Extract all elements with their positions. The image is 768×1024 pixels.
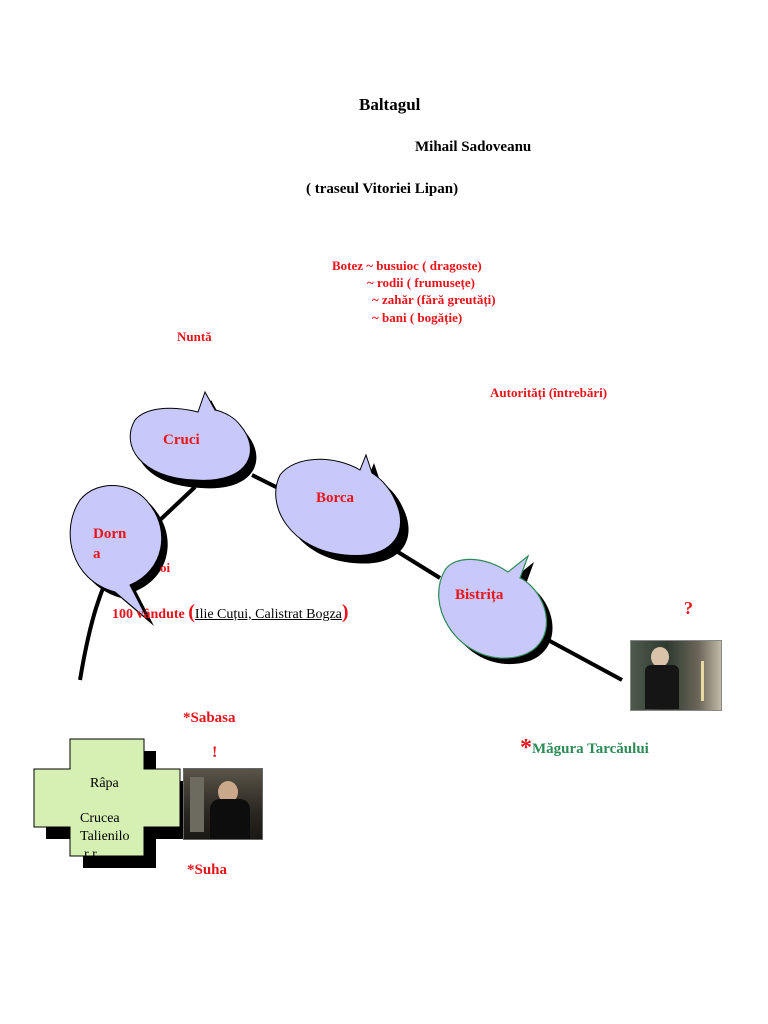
oi-label: oi	[160, 560, 171, 575]
vandute-note: 100 vândute (Ilie Cuțui, Calistrat Bogza…	[112, 601, 349, 624]
magura-label: Măgura Tarcăului	[532, 741, 649, 757]
magura-star: *	[520, 735, 532, 761]
borca-bubble: Borca	[275, 453, 409, 564]
film-still-photo-left	[183, 768, 263, 840]
cruci-label: Cruci	[163, 432, 200, 448]
autoritati-label: Autorități (întrebări)	[490, 385, 608, 400]
route-line-cruci-borca	[251, 473, 281, 491]
botez-line-3: ~ zahăr (fără greutăți)	[372, 292, 496, 307]
buyers-names: Ilie Cuțui, Calistrat Bogza	[194, 607, 342, 622]
cross-text-crucea: Crucea	[80, 811, 120, 826]
sabasa-label: *Sabasa	[183, 710, 236, 726]
magura-label-group: *Măgura Tarcăului	[520, 735, 649, 762]
exclaim-mark: !	[212, 744, 218, 761]
dorna-label-line1: Dorn	[93, 526, 127, 542]
question-mark: ?	[684, 598, 693, 618]
paren-close: )	[341, 601, 349, 623]
botez-line-2: ~ rodii ( frumusețe)	[367, 275, 475, 290]
bistrita-bubble: Bistrița	[438, 554, 553, 665]
rapa-cross: Râpa Crucea Talienilo r r	[33, 738, 192, 868]
film-still-photo-right	[630, 640, 722, 711]
dorna-bubble: Dorn a	[69, 485, 168, 626]
paren-open: (	[188, 601, 195, 623]
route-line-dorna-cruci	[158, 485, 197, 522]
botez-line-1: Botez ~ busuioc ( dragoste)	[332, 258, 482, 273]
cruci-bubble: Cruci	[129, 390, 257, 489]
botez-line-4: ~ bani ( bogăție)	[372, 310, 463, 325]
author-name: Mihail Sadoveanu	[415, 139, 532, 155]
document-subtitle: ( traseul Vitoriei Lipan)	[306, 181, 459, 197]
dorna-label-line2: a	[93, 546, 101, 562]
document-title: Baltagul	[359, 95, 421, 114]
route-line-borca-bistrita	[396, 550, 442, 580]
vandute-text: 100 vândute	[112, 607, 185, 622]
bistrita-label: Bistrița	[455, 587, 504, 603]
cross-text-r: r r	[84, 847, 97, 862]
cross-text-talienilo: Talienilo	[80, 829, 130, 844]
cross-text-rapa: Râpa	[90, 776, 120, 791]
nunta-label: Nuntă	[177, 329, 212, 344]
borca-label: Borca	[316, 490, 355, 506]
route-line-bistrita-end	[547, 638, 623, 682]
suha-label: *Suha	[187, 862, 228, 878]
